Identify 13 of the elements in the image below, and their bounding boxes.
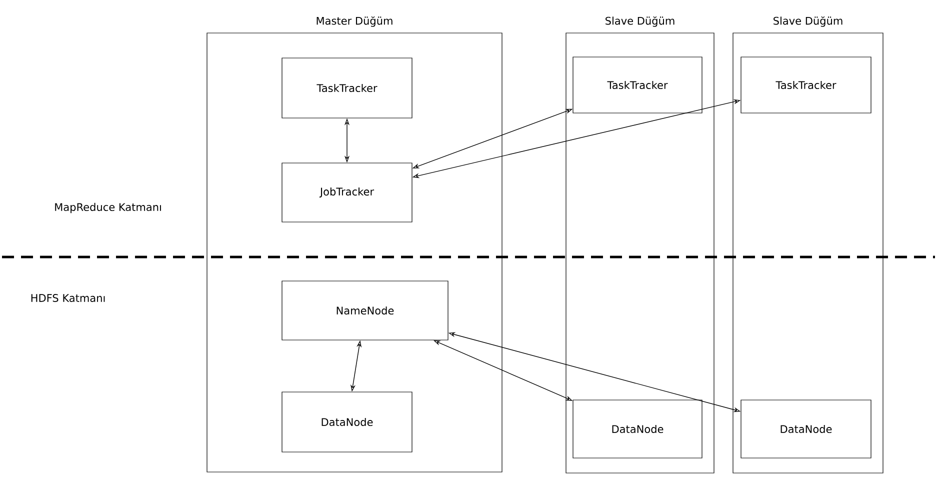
process-box: DataNode <box>572 400 702 458</box>
process-box: DataNode <box>740 400 872 458</box>
box-title: Slave Düğüm <box>774 16 842 27</box>
layer-label: MapReduce Katmanı <box>55 202 161 214</box>
process-box: NameNode <box>282 280 448 340</box>
process-box: DataNode <box>282 392 412 452</box>
layer-label: HDFS Katmanı <box>31 294 105 302</box>
process-box: TaskTracker <box>740 56 872 114</box>
process-box: TaskTracker <box>572 56 702 114</box>
process-box: JobTracker <box>282 162 412 222</box>
box-title: Slave Düğüm <box>606 16 674 27</box>
process-box: TaskTracker <box>282 58 412 118</box>
box-title: Master Düğüm <box>316 16 392 27</box>
